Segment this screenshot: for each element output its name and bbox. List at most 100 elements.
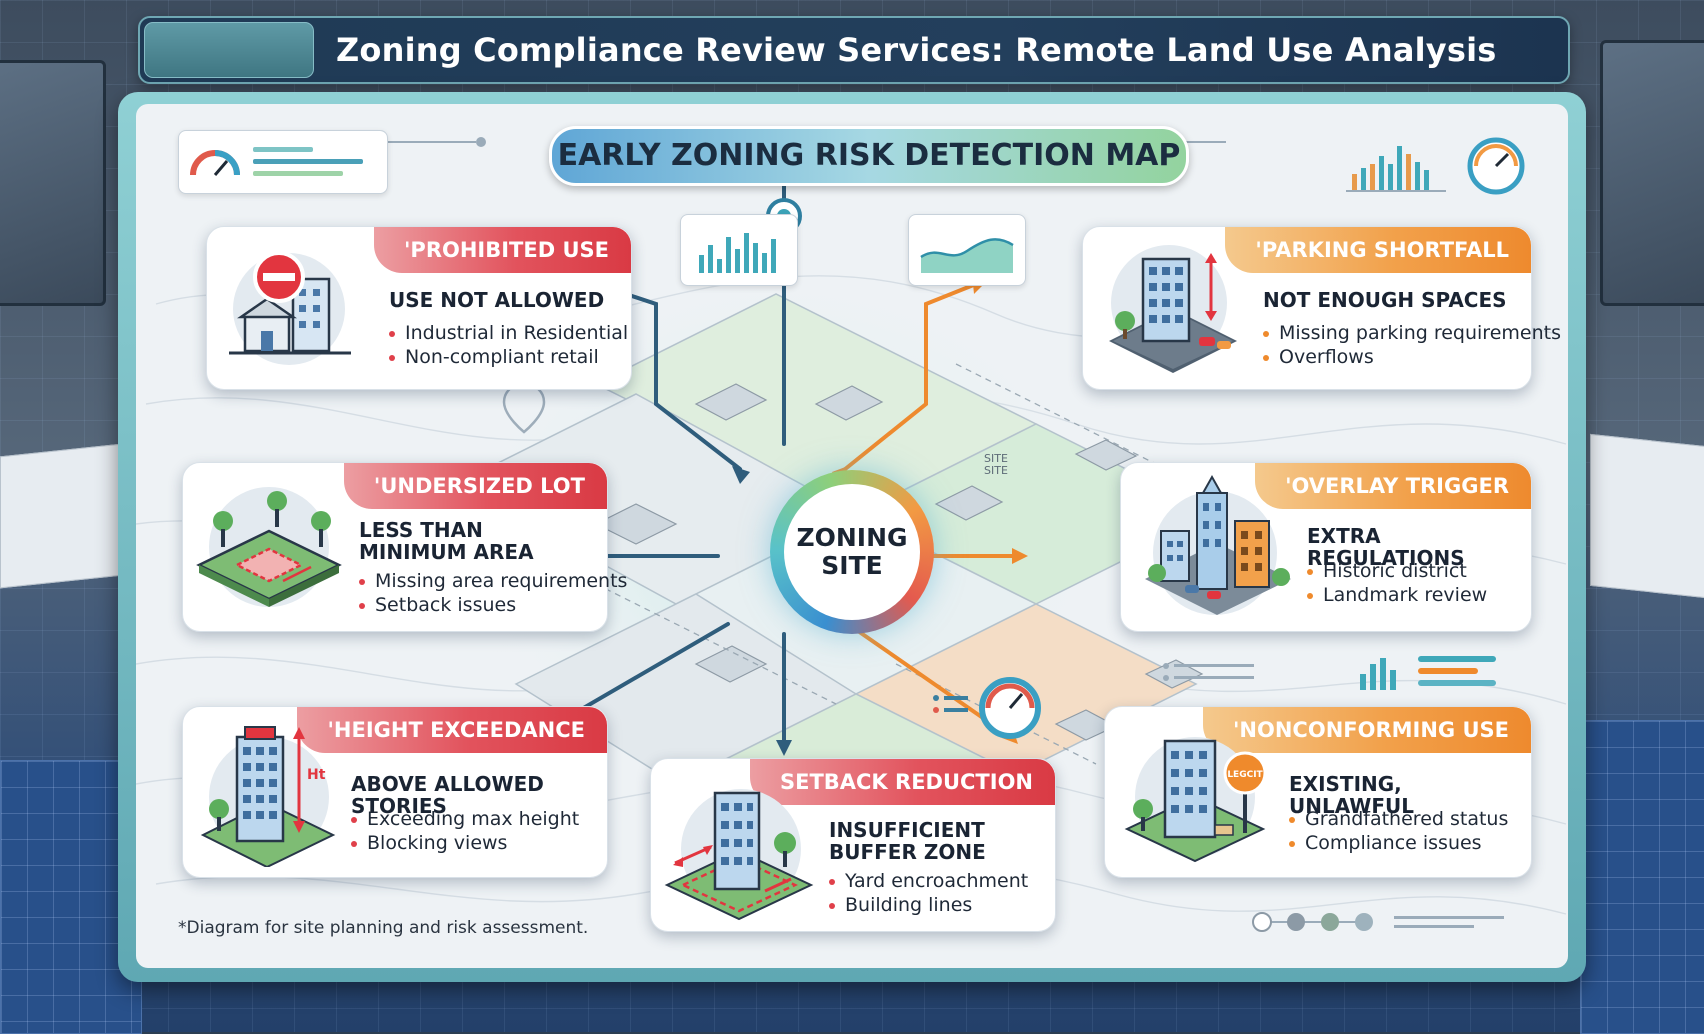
tag-setback-reduction: SETBACK REDUCTION — [749, 759, 1055, 805]
area-chart-icon — [920, 238, 1014, 273]
tree-icon — [1148, 564, 1166, 582]
list-item: Landmark review — [1307, 583, 1487, 607]
list-item: Non-compliant retail — [389, 345, 628, 369]
tag-height-exceedance: 'HEIGHT EXCEEDANCE — [297, 707, 607, 753]
bar-chart-widget — [680, 214, 798, 286]
hub-line-1: ZONING — [796, 523, 908, 552]
list-item: Missing area requirements — [359, 569, 627, 593]
nonconforming-use-illustration: LEGCIT — [1124, 737, 1267, 863]
bar-chart-icon — [1346, 146, 1446, 192]
list-item: Overflows — [1263, 345, 1561, 369]
progress-dots — [1252, 910, 1522, 934]
map-building — [694, 645, 768, 683]
tree-icon — [267, 491, 287, 511]
gauge-icon — [190, 147, 363, 176]
list-item: Industrial in Residential — [389, 321, 628, 345]
list-item: Compliance issues — [1289, 831, 1508, 855]
site-mark: SITE — [984, 464, 1008, 477]
list-item: Building lines — [829, 893, 1028, 917]
bullets-parking-shortfall: Missing parking requirements Overflows — [1263, 321, 1561, 369]
tree-icon — [774, 832, 796, 854]
arrowhead — [732, 466, 750, 484]
gauge-widget-top-right — [1466, 136, 1526, 196]
title-bar-tab — [144, 22, 314, 78]
tag-parking-shortfall: 'PARKING SHORTFALL — [1225, 227, 1531, 273]
bullets-undersized-lot: Missing area requirements Setback issues — [359, 569, 627, 617]
heading-parking-shortfall: NOT ENOUGH SPACES — [1263, 288, 1507, 312]
arrowhead — [776, 740, 792, 756]
heading-height-exceedance: ABOVE ALLOWED STORIES — [351, 772, 544, 818]
map-building — [934, 485, 1004, 521]
tree-icon — [1272, 568, 1290, 586]
heading-prohibited-use: USE NOT ALLOWED — [389, 288, 605, 312]
bullets-overlay-trigger: Historic district Landmark review — [1307, 559, 1487, 607]
tree-icon — [1133, 799, 1153, 819]
bar-chart-icon — [699, 233, 776, 273]
card-nonconforming-use: 'NONCONFORMING USE LEGCIT EXISTING, UNLA… — [1104, 706, 1532, 878]
sign-label: LEGCIT — [1227, 770, 1263, 780]
card-height-exceedance: 'HEIGHT EXCEEDANCE Ht ABOVE ALLOWED STOR… — [182, 706, 608, 878]
legend-widget-right — [1156, 650, 1516, 698]
tree-icon — [311, 511, 331, 531]
gauge-icon — [933, 677, 1041, 739]
progress-dots-icon — [1252, 912, 1504, 932]
gauge-widget-top-left — [178, 130, 388, 194]
parking-building-illustration — [1109, 245, 1237, 373]
card-parking-shortfall: 'PARKING SHORTFALL NOT ENOUGH SPACES Mis… — [1082, 226, 1561, 390]
height-label: Ht — [307, 767, 326, 783]
map-pin-icon — [502, 382, 546, 434]
setback-illustration — [664, 789, 814, 921]
background-monitor-left — [0, 60, 106, 306]
bullets-nonconforming-use: Grandfathered status Compliance issues — [1289, 807, 1508, 855]
heading-nonconforming-use: EXISTING, UNLAWFUL — [1289, 772, 1415, 818]
gauge-widget-bottom — [926, 674, 1046, 740]
map-building — [694, 383, 768, 421]
title-bar: Zoning Compliance Review Services: Remot… — [138, 16, 1570, 84]
bar-chart-widget-top-right — [1346, 134, 1450, 194]
list-item: Setback issues — [359, 593, 627, 617]
page-title: Zoning Compliance Review Services: Remot… — [336, 31, 1497, 69]
background-blueprint-right — [1580, 720, 1704, 1034]
bar-chart-icon — [1163, 656, 1496, 690]
footnote: *Diagram for site planning and risk asse… — [178, 918, 589, 938]
list-item: Yard encroachment — [829, 869, 1028, 893]
list-item: Historic district — [1307, 559, 1487, 583]
background-monitor-right — [1600, 40, 1704, 306]
connector-nonconforming-use — [846, 622, 1008, 736]
bullets-height-exceedance: Exceeding max height Blocking views — [351, 807, 579, 855]
card-overlay-trigger: 'OVERLAY TRIGGER EXTRA REGULATIONS Histo… — [1120, 462, 1532, 632]
tag-nonconforming-use: 'NONCONFORMING USE — [1203, 707, 1531, 753]
map-title: EARLY ZONING RISK DETECTION MAP — [549, 126, 1189, 186]
no-entry-building-illustration — [229, 251, 351, 365]
tag-prohibited-use: 'PROHIBITED USE — [374, 227, 631, 273]
map-building — [594, 503, 678, 545]
card-prohibited-use: 'PROHIBITED USE USE NOT ALLOWED Industri… — [206, 226, 632, 390]
background-blueprint-sheet-left — [0, 443, 122, 589]
site-mark: SITE — [984, 452, 1008, 465]
map-building — [814, 385, 884, 421]
tree-icon — [213, 511, 233, 531]
map-building — [1074, 439, 1138, 471]
height-exceedance-illustration: Ht — [200, 726, 336, 867]
arrowhead — [1012, 548, 1028, 564]
list-item: Exceeding max height — [351, 807, 579, 831]
gauge-icon — [1467, 137, 1525, 195]
area-chart-widget — [908, 214, 1026, 286]
undersized-lot-illustration — [196, 487, 342, 607]
background-blueprint-sheet-right — [1590, 433, 1704, 599]
list-item: Missing parking requirements — [1263, 321, 1561, 345]
connector-parking-shortfall — [842, 282, 978, 472]
tree-icon — [209, 799, 229, 819]
hub-line-2: SITE — [821, 551, 883, 580]
list-item: Blocking views — [351, 831, 579, 855]
overlay-district-illustration — [1145, 474, 1291, 615]
bullets-prohibited-use: Industrial in Residential Non-compliant … — [389, 321, 628, 369]
tree-icon — [1115, 311, 1135, 331]
heading-overlay-trigger: EXTRA REGULATIONS — [1307, 524, 1465, 570]
